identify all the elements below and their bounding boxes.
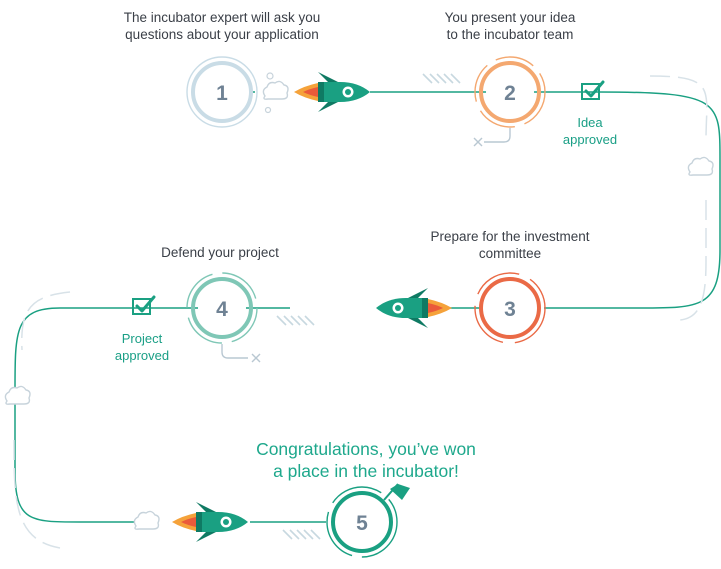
rocket-2 — [376, 288, 452, 328]
idea-approved-line-2: approved — [562, 132, 618, 147]
project-approved-label: Project approved — [102, 330, 182, 364]
smoke-cloud-icon — [133, 510, 160, 530]
step-3: 3 — [474, 272, 546, 344]
checkmark-icon — [131, 295, 156, 316]
step-4-caption-line-1: Defend your project — [161, 245, 279, 260]
congratulations-line-1: Congratulations, you’ve won — [256, 439, 476, 459]
rocket-3 — [133, 502, 248, 542]
idea-approved-label: Idea approved — [550, 114, 630, 148]
step-2-caption: You present your idea to the incubator t… — [410, 9, 610, 43]
rocket-1 — [262, 72, 370, 114]
rocket-icon — [196, 502, 248, 542]
project-approved-line-1: Project — [121, 331, 163, 346]
step-4-number: 4 — [216, 298, 228, 321]
step-2-caption-line-2: to the incubator team — [446, 27, 574, 42]
smoke-cloud-icon — [262, 80, 289, 100]
step-1-caption-line-2: questions about your application — [125, 27, 319, 42]
smoke-cloud-icon — [4, 385, 31, 405]
flame-icon — [294, 83, 318, 101]
step-5: 5 — [326, 483, 410, 558]
project-approved-line-2: approved — [114, 348, 170, 363]
step-3-caption-line-2: committee — [478, 246, 542, 261]
step-1-number: 1 — [216, 82, 228, 105]
smoke-cloud-icon — [687, 156, 714, 176]
decor-arc-right — [649, 75, 708, 321]
flag-icon — [390, 484, 410, 500]
step-2-number: 2 — [504, 82, 516, 105]
step-3-number: 3 — [504, 298, 516, 321]
step-4-caption: Defend your project — [130, 244, 310, 261]
step-1-caption-line-1: The incubator expert will ask you — [123, 10, 321, 25]
flame-icon — [172, 513, 196, 531]
congratulations-line-2: a place in the incubator! — [273, 461, 459, 481]
step-1-caption: The incubator expert will ask you questi… — [112, 9, 332, 43]
checkmark-icon — [580, 80, 605, 101]
decor-arc-left — [13, 291, 71, 549]
step-2-caption-line-1: You present your idea — [444, 10, 576, 25]
step-1: 1 — [186, 56, 258, 128]
step-2: 2 — [473, 56, 546, 147]
congratulations-message: Congratulations, you’ve won a place in t… — [216, 438, 516, 482]
cross-icon — [251, 353, 261, 363]
step-5-number: 5 — [356, 512, 368, 535]
step-4: 4 — [186, 272, 261, 363]
flame-icon — [428, 299, 452, 317]
hatch-decor-3 — [282, 529, 321, 540]
idea-approved-line-1: Idea — [577, 115, 603, 130]
step-3-caption: Prepare for the investment committee — [410, 228, 610, 262]
cross-icon — [473, 137, 483, 147]
hatch-decor-1 — [422, 73, 461, 84]
step-3-caption-line-1: Prepare for the investment — [430, 229, 590, 244]
rocket-icon — [318, 72, 370, 112]
hatch-decor-2 — [276, 315, 315, 326]
